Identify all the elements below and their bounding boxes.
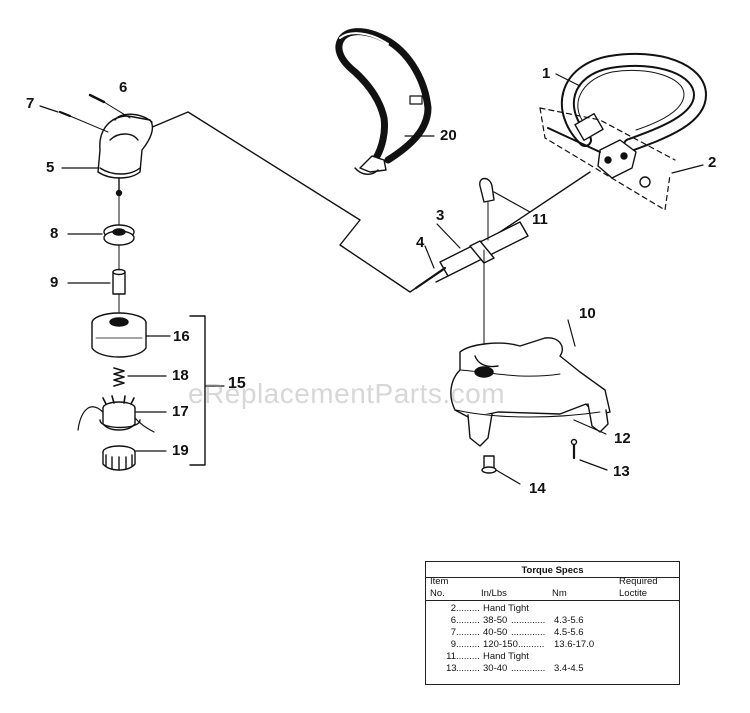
callout-5: 5	[46, 159, 55, 176]
spacer-part-9	[112, 268, 126, 295]
callout-1: 1	[542, 65, 551, 82]
callout-13: 13	[613, 463, 630, 480]
row-item: 11	[446, 651, 456, 662]
row-item: 7	[450, 627, 456, 638]
callout-20: 20	[440, 127, 457, 144]
header-item-line2: No.	[430, 588, 445, 599]
row-inlbs: Hand Tight	[483, 651, 529, 662]
row-item: 6	[450, 615, 456, 626]
row-item: 2	[450, 603, 456, 614]
callout-9: 9	[50, 274, 59, 291]
row-dots: .........	[456, 639, 480, 650]
row-nm: 13.6-17.0	[554, 639, 595, 650]
shaft-tube-part-3	[435, 221, 529, 283]
header-nm: Nm	[552, 588, 567, 599]
callout-10: 10	[579, 305, 596, 322]
knob-part-19	[102, 445, 136, 471]
row-item: 13	[446, 663, 457, 674]
screw-part-7	[58, 110, 109, 133]
header-inlbs: In/Lbs	[481, 588, 507, 599]
callout-2: 2	[708, 154, 717, 171]
callout-4: 4	[416, 234, 425, 251]
row-dots: .............	[511, 627, 546, 638]
row-inlbs: 30-40	[483, 663, 508, 674]
guard-part-10	[450, 337, 611, 447]
header-required-line2: Loctite	[619, 588, 647, 599]
row-inlbs: 120-150	[483, 639, 518, 650]
row-inlbs: 40-50	[483, 627, 508, 638]
callout-14: 14	[529, 480, 546, 497]
callout-17: 17	[172, 403, 189, 420]
callout-7: 7	[26, 95, 35, 112]
bolt-part-14	[481, 455, 497, 474]
row-inlbs: Hand Tight	[483, 603, 529, 614]
screw-part-13	[570, 438, 578, 460]
assembly-bracket-15	[189, 315, 206, 466]
row-dots: .........	[456, 651, 480, 662]
shoulder-strap-part-20	[335, 28, 432, 175]
row-dots: .............	[511, 663, 546, 674]
handle-clamp-part-2	[539, 107, 676, 211]
spool-part-17	[77, 395, 155, 433]
watermark-text: eReplacementParts.com	[188, 378, 506, 409]
row-nm: 4.5-5.6	[554, 627, 584, 638]
row-item: 9	[450, 639, 456, 650]
header-required-line1: Required	[619, 576, 658, 587]
row-dots: .........	[456, 603, 480, 614]
callout-12: 12	[614, 430, 631, 447]
callout-6: 6	[119, 79, 128, 96]
row-nm: 3.4-4.5	[554, 663, 584, 674]
screw-part-6	[88, 93, 131, 119]
drive-shaft-outline	[149, 111, 591, 293]
row-dots: .............	[511, 615, 546, 626]
torque-specs-table: Torque Specs Item No. In/Lbs Nm Required…	[425, 561, 680, 685]
callout-8: 8	[50, 225, 59, 242]
wire-part-4	[414, 266, 447, 290]
header-item-line1: Item	[430, 576, 449, 587]
callout-3: 3	[436, 207, 445, 224]
knob-part-11	[479, 177, 495, 241]
gear-head-housing-part-5	[97, 113, 154, 197]
row-dots: .........	[456, 663, 480, 674]
bearing-part-8	[103, 224, 135, 246]
callout-18: 18	[172, 367, 189, 384]
row-dots: .........	[456, 627, 480, 638]
callout-15: 15	[228, 375, 246, 392]
spring-part-18	[113, 367, 125, 387]
torque-header-divider	[426, 600, 679, 601]
callout-11: 11	[532, 211, 548, 228]
torque-title-divider	[426, 577, 679, 578]
row-dots: .........	[456, 615, 480, 626]
row-inlbs: 38-50	[483, 615, 508, 626]
callout-16: 16	[173, 328, 190, 345]
spool-housing-part-16	[91, 312, 147, 358]
callout-19: 19	[172, 442, 189, 459]
torque-table-title: Torque Specs	[521, 565, 584, 576]
loop-handle-part-1	[560, 52, 707, 152]
row-dots: ..........	[518, 639, 545, 650]
row-nm: 4.3-5.6	[554, 615, 584, 626]
